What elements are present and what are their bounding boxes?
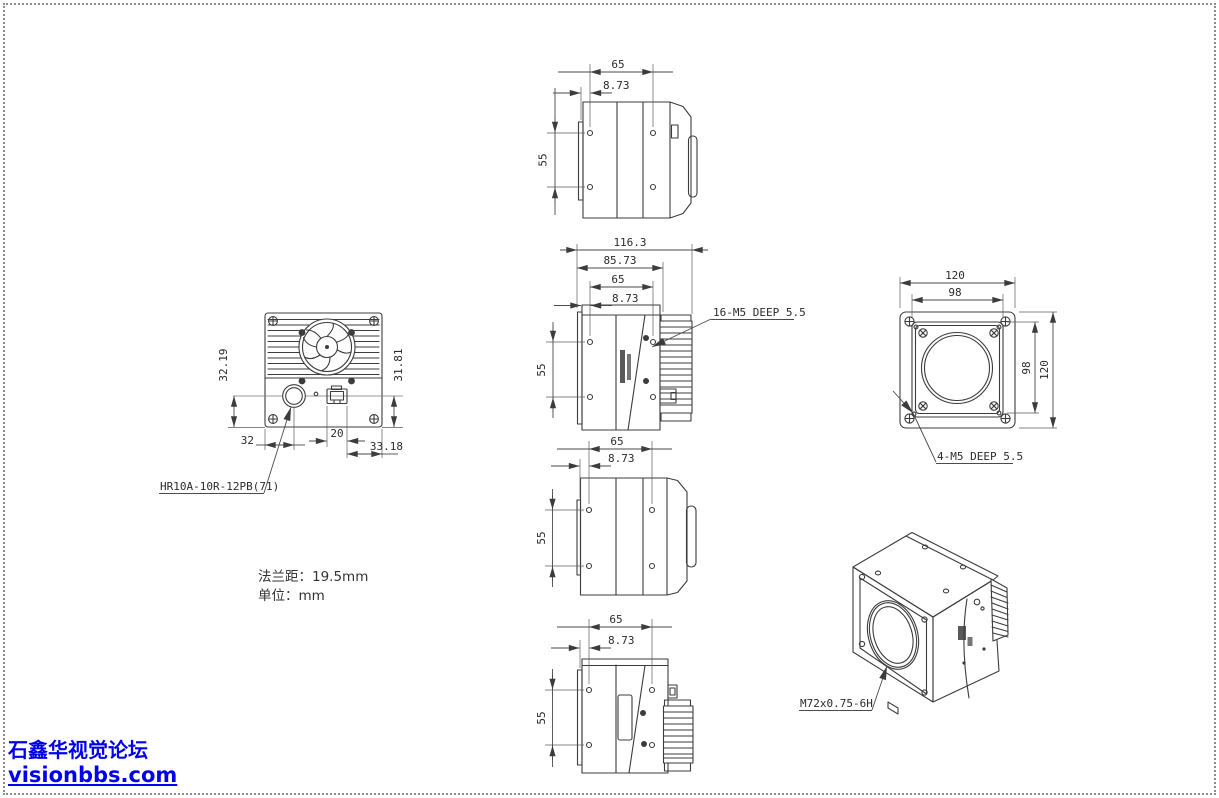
mount-hole: [585, 686, 593, 694]
dim-outer-width: 120: [945, 269, 965, 282]
mount-hole: [648, 506, 656, 514]
view-front: 120 98 98 120 4-M5 DEEP 5.5: [892, 269, 1057, 464]
view-side-main: 116.3 85.73 65 8.73 55 16-M5 DEEP 5.5: [535, 236, 806, 431]
mount-hole: [585, 562, 593, 570]
top-screws: [874, 544, 967, 594]
io-tab: [667, 684, 678, 699]
dim-hole-offset: 8.73: [612, 292, 639, 305]
drawing-notes: 法兰距：19.5mm 单位：mm: [258, 568, 368, 606]
flange-distance-note: 法兰距：19.5mm: [258, 569, 369, 585]
bezel-screws: [918, 328, 999, 411]
screw-head: [640, 710, 646, 716]
fan: [298, 318, 356, 376]
product-label-mark: [620, 350, 625, 383]
dim-hole-spacing: 65: [611, 273, 624, 286]
side-holes-label: 16-M5 DEEP 5.5: [713, 306, 806, 319]
view-side-top: 65 8.73 55: [537, 58, 698, 219]
dim-hole-offset: 8.73: [608, 452, 635, 465]
fan-screw: [298, 329, 306, 336]
name-plate: [617, 694, 633, 741]
screw-head: [643, 335, 649, 341]
lens-mount-label: M72x0.75-6H: [800, 697, 873, 710]
mount-hole: [649, 393, 657, 401]
dim-hole-row-spacing: 55: [535, 363, 548, 376]
mount-hole: [586, 183, 594, 191]
lens-opening: [920, 331, 994, 405]
product-label-mark: [958, 626, 966, 640]
fan-screw: [348, 377, 355, 385]
product-label-mark: [627, 354, 631, 380]
rear-corner-screws: [268, 316, 379, 424]
view-side-heatsink: 65 8.73 55: [535, 613, 694, 774]
pilot-hole: [313, 391, 319, 397]
view-isometric: M72x0.75-6H: [799, 531, 1009, 715]
dim-hole-row-spacing: 55: [535, 711, 548, 724]
dim-hole-spacing: 65: [609, 613, 622, 626]
dim-inner-width: 98: [948, 286, 961, 299]
mount-hole: [585, 506, 593, 514]
dim-hole-row-spacing: 55: [535, 531, 548, 544]
corner-screws: [904, 316, 1011, 424]
mount-hole: [586, 338, 594, 346]
dim-hole-offset: 8.73: [608, 634, 635, 647]
screw-head: [641, 741, 647, 747]
dim-hole-offset: 8.73: [603, 79, 630, 92]
fan-screw: [298, 377, 306, 385]
dim-rj45-width: 20: [330, 427, 343, 440]
lens-mount-ring: [866, 600, 920, 670]
mount-hole: [649, 338, 657, 346]
dim-rj45-to-bottom: 31.81: [392, 348, 405, 381]
lens-barrel-edge: [685, 505, 697, 568]
dim-rj45-from-right: 33.18: [370, 440, 403, 453]
dim-inner-height: 98: [1020, 361, 1033, 374]
rj45-connector: [326, 385, 348, 405]
heatsink: [659, 314, 693, 422]
dim-connector-to-bottom: 32.19: [217, 348, 230, 381]
mount-hole: [648, 741, 656, 749]
screw-head: [643, 378, 649, 384]
watermark: 石鑫华视觉论坛 visionbbs.com: [8, 738, 177, 788]
watermark-forum-name: 石鑫华视觉论坛: [8, 738, 148, 762]
mount-hole: [649, 183, 657, 191]
power-connector: [282, 384, 306, 408]
unit-note: 单位：mm: [258, 588, 325, 604]
dim-body-depth: 85.73: [603, 254, 636, 267]
dim-hole-spacing: 65: [610, 435, 623, 448]
dim-overall-depth: 116.3: [613, 236, 646, 249]
heatsink: [662, 699, 694, 772]
mount-hole: [649, 129, 657, 137]
lens-barrel-edge: [687, 135, 698, 198]
watermark-site-link[interactable]: visionbbs.com: [8, 763, 178, 787]
mount-hole: [648, 562, 656, 570]
mount-hole: [586, 393, 594, 401]
mount-hole: [648, 686, 656, 694]
product-label-mark: [967, 637, 973, 646]
dim-hole-spacing: 65: [611, 58, 624, 71]
fan-screw: [348, 329, 355, 336]
dim-connector-from-left: 32: [241, 434, 254, 447]
mount-hole: [586, 129, 594, 137]
mount-holes-label: 4-M5 DEEP 5.5: [937, 450, 1023, 463]
dim-hole-row-spacing: 55: [537, 153, 550, 166]
view-side-lens: 65 8.73 55: [535, 435, 697, 596]
mount-hole: [585, 741, 593, 749]
front-corner-screws: [858, 573, 928, 696]
dim-outer-height: 120: [1038, 360, 1051, 380]
side-heatsink-iso: [990, 578, 1009, 642]
view-rear: 32.19 31.81 32 20 33.18 HR10A-10R-12PB(7…: [159, 312, 405, 494]
power-connector-label: HR10A-10R-12PB(71): [160, 480, 279, 493]
